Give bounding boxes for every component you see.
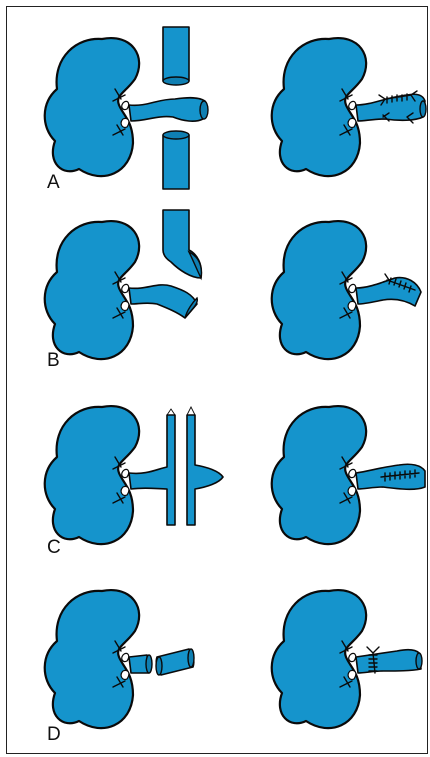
panel-c-drawing (7, 385, 429, 571)
renal-vessel-d-right (356, 650, 421, 673)
panel-c: C (7, 385, 429, 571)
kidney-left-icon (45, 38, 139, 176)
panel-d-drawing (7, 569, 429, 755)
panel-a: A (7, 17, 429, 203)
panel-label-b: B (47, 350, 60, 372)
kidney-left-icon (45, 590, 139, 728)
figure-frame: A B (6, 6, 428, 754)
kidney-left-icon (45, 406, 139, 544)
panel-label-d: D (47, 724, 61, 746)
kidney-right-icon (272, 406, 366, 544)
kidney-right-icon (272, 38, 366, 176)
panel-label-a: A (47, 172, 60, 194)
panel-b-drawing (7, 200, 429, 386)
panel-d: D (7, 569, 429, 755)
vessel-end-a (200, 101, 208, 119)
kidney-right-icon (272, 221, 366, 359)
renal-vessel-a-left (129, 98, 205, 121)
renal-vessel-b-right (356, 278, 421, 306)
vessel-segment-lower-a (163, 132, 189, 189)
panel-a-drawing (7, 17, 429, 203)
panel-label-c: C (47, 537, 61, 559)
kidney-right-icon (272, 590, 366, 728)
vessel-segment-upper-a (163, 27, 189, 84)
kidney-left-icon (45, 221, 139, 359)
panel-b: B (7, 200, 429, 386)
vessel-segment-patch-c (187, 415, 223, 525)
